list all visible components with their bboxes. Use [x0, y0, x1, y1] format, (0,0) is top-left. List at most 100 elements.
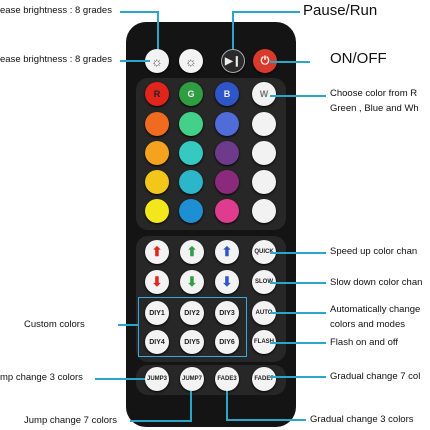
diy4-label: DIY4 [149, 338, 165, 346]
color-button[interactable] [215, 199, 239, 223]
quick-button[interactable]: QUICK [252, 240, 276, 264]
callout-line [232, 11, 234, 49]
diy1-label: DIY1 [149, 309, 165, 317]
blue-label: B [223, 89, 231, 99]
callout-line [270, 95, 326, 97]
callout-line [270, 342, 326, 344]
fade3-label: Gradual change 3 colors [310, 414, 414, 425]
slow-label: SLOW [255, 279, 273, 285]
brightness-down-label: ease brightness : 8 grades [0, 54, 112, 65]
callout-line [120, 60, 150, 62]
diy2-label: DIY2 [184, 309, 200, 317]
color-button[interactable] [179, 112, 203, 136]
fade7-button[interactable]: FADE7 [252, 367, 276, 391]
color-button[interactable] [145, 141, 169, 165]
callout-line [95, 378, 145, 380]
color-button[interactable] [179, 199, 203, 223]
arrow-down-icon: ⬇ [151, 274, 163, 289]
callout-line [130, 420, 192, 422]
callout-line [120, 11, 158, 13]
custom-colors-box [138, 297, 247, 357]
callout-line [118, 324, 138, 326]
callout-line [270, 376, 326, 378]
pause-run-button[interactable]: ▶❙ [221, 49, 245, 73]
arrow-down-icon: ⬇ [221, 274, 233, 289]
color-button[interactable] [252, 170, 276, 194]
diy6-button[interactable]: DIY6 [215, 330, 239, 354]
green-down-button[interactable]: ⬇ [180, 270, 204, 294]
jump7-button[interactable]: JUMP7 [180, 367, 204, 391]
green-label: G [187, 89, 195, 99]
green-up-button[interactable]: ⬆ [180, 240, 204, 264]
callout-line [270, 312, 326, 314]
callout-line [226, 391, 228, 419]
pause-run-label: Pause/Run [303, 2, 378, 19]
flash-label: Flash on and off [330, 337, 398, 348]
sun-icon: ☼ [185, 53, 197, 69]
diy3-button[interactable]: DIY3 [215, 301, 239, 325]
fade3-button[interactable]: FADE3 [215, 367, 239, 391]
quick-label: QUICK [254, 249, 274, 255]
play-pause-icon: ▶❙ [224, 55, 242, 67]
on-off-label: ON/OFF [330, 50, 387, 67]
red-down-button[interactable]: ⬇ [145, 270, 169, 294]
diy3-label: DIY3 [219, 309, 235, 317]
color-button[interactable] [215, 112, 239, 136]
arrow-up-icon: ⬆ [186, 244, 198, 259]
power-icon: ⏻ [260, 54, 270, 67]
color-button[interactable] [179, 141, 203, 165]
jump7-label: JUMP7 [181, 376, 202, 382]
color-button[interactable] [179, 170, 203, 194]
speed-up-label: Speed up color chan [330, 246, 418, 257]
jump3-label: JUMP3 [146, 376, 167, 382]
jump3-label: mp change 3 colors [0, 372, 83, 383]
fade7-label: FADE7 [254, 376, 274, 382]
custom-colors-label: Custom colors [24, 319, 85, 330]
color-button[interactable] [252, 112, 276, 136]
arrow-down-icon: ⬇ [186, 274, 198, 289]
diy5-button[interactable]: DIY5 [180, 330, 204, 354]
color-button[interactable] [252, 199, 276, 223]
callout-line [270, 252, 326, 254]
callout-line [232, 11, 300, 13]
blue-down-button[interactable]: ⬇ [215, 270, 239, 294]
callout-line [270, 282, 326, 284]
color-button[interactable] [215, 170, 239, 194]
diy5-label: DIY5 [184, 338, 200, 346]
diy6-label: DIY6 [219, 338, 235, 346]
flash-label: FLASH [254, 339, 274, 345]
callout-line [190, 391, 192, 421]
arrow-up-icon: ⬆ [221, 244, 233, 259]
white-button[interactable]: W [252, 82, 276, 106]
callout-line [226, 419, 306, 421]
choose-color-label: Choose color from R Green , Blue and Wh [330, 88, 419, 114]
jump7-label: Jump change 7 colors [24, 415, 117, 426]
color-button[interactable] [145, 199, 169, 223]
red-label: R [153, 89, 161, 99]
sun-icon: ☼ [151, 53, 163, 69]
red-button[interactable]: R [145, 82, 169, 106]
brightness-up-label: ease brightness : 8 grades [0, 5, 112, 16]
fade3-label: FADE3 [217, 376, 237, 382]
white-label: W [259, 89, 269, 99]
arrow-up-icon: ⬆ [151, 244, 163, 259]
color-button[interactable] [215, 141, 239, 165]
red-up-button[interactable]: ⬆ [145, 240, 169, 264]
brightness-down-button[interactable]: ☼ [179, 49, 203, 73]
auto-label: AUTO [255, 310, 273, 316]
slow-down-label: Slow down color chan [330, 277, 423, 288]
blue-button[interactable]: B [215, 82, 239, 106]
diy2-button[interactable]: DIY2 [180, 301, 204, 325]
callout-line [157, 11, 159, 49]
callout-line [270, 61, 310, 63]
auto-label: Automatically change colors and modes [330, 304, 421, 330]
diy4-button[interactable]: DIY4 [145, 330, 169, 354]
color-button[interactable] [145, 170, 169, 194]
jump3-button[interactable]: JUMP3 [145, 367, 169, 391]
blue-up-button[interactable]: ⬆ [215, 240, 239, 264]
diy1-button[interactable]: DIY1 [145, 301, 169, 325]
green-button[interactable]: G [179, 82, 203, 106]
fade7-label: Gradual change 7 col [330, 371, 421, 382]
color-button[interactable] [252, 141, 276, 165]
color-button[interactable] [145, 112, 169, 136]
